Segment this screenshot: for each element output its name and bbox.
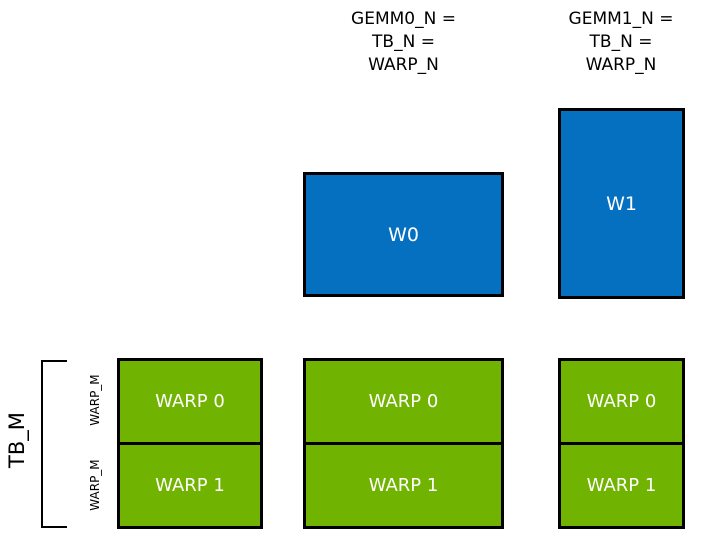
warp-cell-0-0: WARP 0	[120, 361, 260, 442]
threadblock-column-2: WARP 0 WARP 1	[558, 358, 685, 529]
blue-box-w0-label: W0	[388, 223, 419, 246]
warp-cell-1-0: WARP 0	[306, 361, 501, 442]
tb-m-bracket	[41, 360, 67, 528]
warp-cell-label: WARP 1	[368, 475, 439, 496]
warp-cell-1-1: WARP 1	[306, 442, 501, 526]
blue-box-w1: W1	[558, 108, 685, 299]
caption-gemm0-n: GEMM0_N = TB_N = WARP_N	[351, 9, 456, 75]
warp-cell-label: WARP 0	[368, 391, 439, 412]
warp-cell-0-1: WARP 1	[120, 442, 260, 526]
warp-cell-label: WARP 0	[586, 391, 657, 412]
warp-cell-2-1: WARP 1	[561, 442, 682, 526]
threadblock-column-1: WARP 0 WARP 1	[303, 358, 504, 529]
warp-cell-label: WARP 1	[586, 475, 657, 496]
caption-gemm1-n: GEMM1_N = TB_N = WARP_N	[568, 9, 674, 75]
axis-label-warp-m-top: WARP_M	[88, 374, 102, 426]
warp-cell-label: WARP 1	[155, 475, 225, 496]
threadblock-column-0: WARP 0 WARP 1	[117, 358, 263, 529]
blue-box-w1-label: W1	[606, 192, 637, 215]
blue-box-w0: W0	[303, 172, 504, 297]
axis-label-tb-m: TB_M	[5, 412, 29, 468]
warp-cell-2-0: WARP 0	[561, 361, 682, 442]
warp-cell-label: WARP 0	[155, 391, 225, 412]
axis-label-warp-m-bottom: WARP_M	[88, 459, 102, 511]
